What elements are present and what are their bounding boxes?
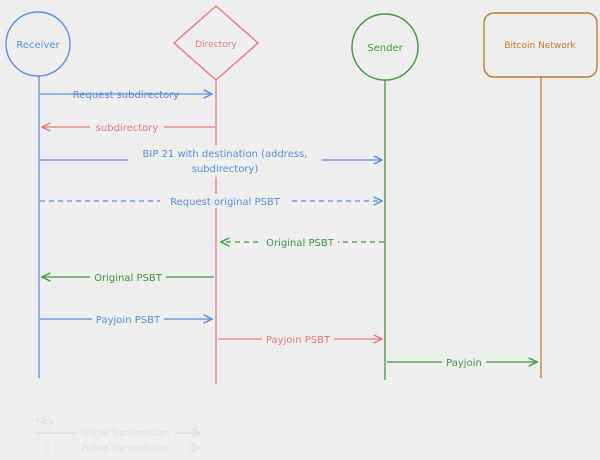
key-polled-label-bg xyxy=(76,442,176,454)
message-3-label-line2: subdirectory) xyxy=(192,164,259,175)
participant-receiver-circle xyxy=(5,11,71,77)
key-single-label-bg xyxy=(76,427,176,439)
message-2-label: subdirectory xyxy=(96,123,159,134)
participant-receiver-label: Receiver xyxy=(16,40,60,51)
message-7-label: Payjoin PSBT xyxy=(96,315,161,326)
message-1-label: Request subdirectory xyxy=(73,90,180,101)
message-5-label-bg xyxy=(262,235,338,249)
participant-bitcoin-network-label: Bitcoin Network xyxy=(504,41,576,51)
message-6-label-bg xyxy=(90,270,166,284)
message-9-label: Payjoin xyxy=(446,358,482,369)
message-6-label: Original PSBT xyxy=(94,273,163,284)
participant-sender-circle xyxy=(351,13,419,81)
participant-directory-diamond xyxy=(172,5,260,81)
message-2-label-bg xyxy=(90,119,164,133)
message-9-label-bg xyxy=(442,355,486,369)
message-3-label-line1: BIP 21 with destination (address, xyxy=(143,149,308,160)
message-8-label-bg xyxy=(262,332,334,346)
message-4-label: Request original PSBT xyxy=(170,197,281,208)
key-polled-label: Polled Transmission xyxy=(81,444,169,454)
participant-directory-label: Directory xyxy=(195,40,237,50)
message-7-label-bg xyxy=(92,312,164,326)
key-title: Key xyxy=(36,416,54,427)
key-single-label: Single Transmission xyxy=(81,429,170,439)
message-4-label-bg xyxy=(160,194,290,208)
message-3-label-bg xyxy=(128,145,322,177)
participant-sender-label: Sender xyxy=(367,43,403,54)
participant-bitcoin-network-box xyxy=(483,12,598,78)
message-8-label: Payjoin PSBT xyxy=(266,335,331,346)
message-5-label: Original PSBT xyxy=(266,238,335,249)
